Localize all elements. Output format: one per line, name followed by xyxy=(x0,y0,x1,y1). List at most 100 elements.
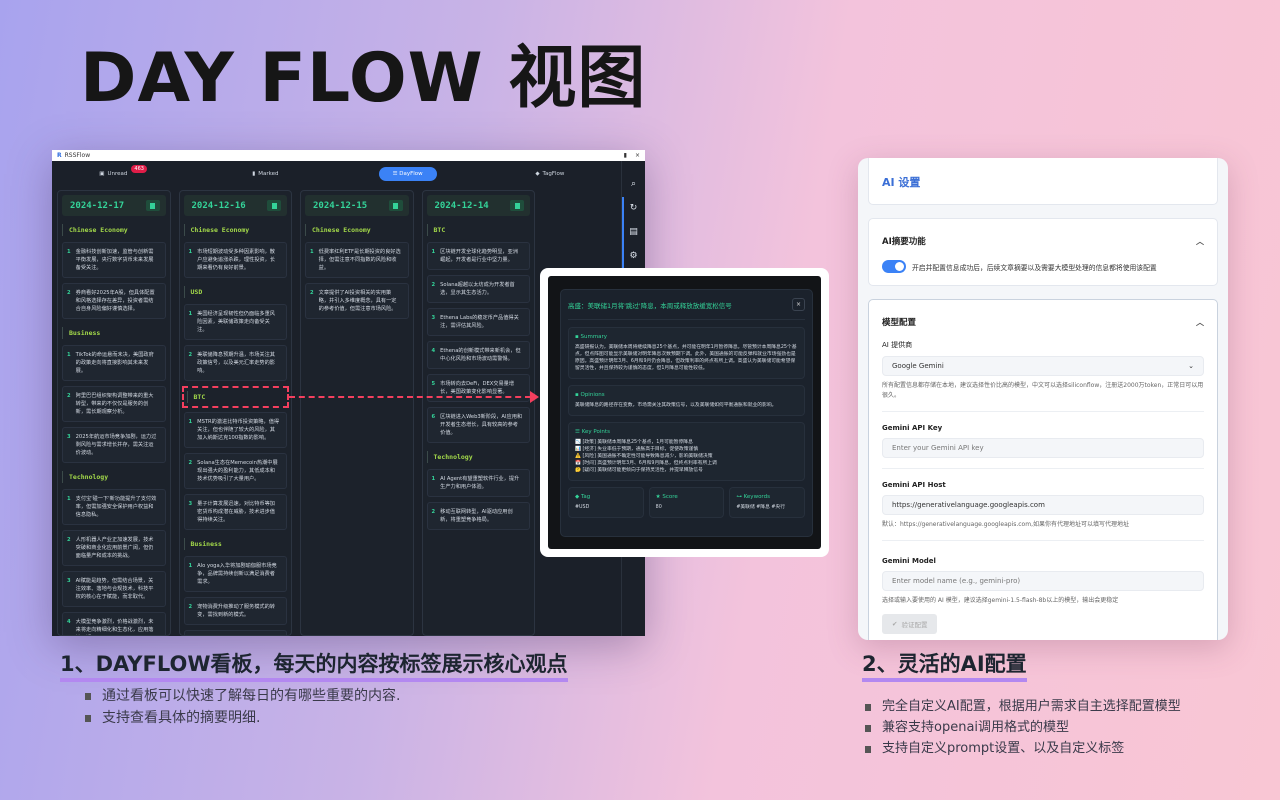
api-host-input[interactable]: https://generativelanguage.googleapis.co… xyxy=(882,495,1204,515)
item-text: 券商看好2025年A股，但具体配置和风格选择存在差异，投资者需结合自身风险偏好谨… xyxy=(75,290,155,312)
scrollbar[interactable] xyxy=(622,197,624,287)
tag-box: ◆ Tag#USD xyxy=(568,487,644,518)
tab-label: Marked xyxy=(258,170,279,177)
provider-hint: 所有配置信息都存储在本地，建议选择性价比高的模型，中文可以选择siliconfl… xyxy=(882,382,1204,399)
list-icon: ☰ xyxy=(575,429,582,435)
keypoint: 📉 [政策] 美联储本周降息25个基点，1月可能暂停降息 xyxy=(575,440,693,445)
model-hint: 选择或输入要使用的 AI 模型，建议选择gemini-1.5-flash-8b以… xyxy=(882,597,1119,604)
close-icon[interactable]: × xyxy=(792,298,805,311)
api-key-input[interactable]: Enter your Gemini API key xyxy=(882,438,1204,458)
tag-section-title: Technology xyxy=(62,471,166,483)
chevron-down-icon: ⌄ xyxy=(1188,362,1194,370)
close-window-icon[interactable]: × xyxy=(634,152,640,159)
bookmark-icon: ▮ xyxy=(252,170,256,177)
item-text: 低费率红利ETF是长期投资的良好选择，但需注意不同指数的风险和收益。 xyxy=(318,249,401,271)
list-icon: ☰ xyxy=(392,170,400,177)
star-icon: ★ xyxy=(655,494,663,500)
item-text: 大模型竞争激烈，价格战激烈，未来将走向精细化和生态化，应用落地可期。 xyxy=(75,619,154,633)
note-icon[interactable] xyxy=(145,200,160,211)
tag-section-title: Chinese Economy xyxy=(305,224,409,236)
item-number: 3 xyxy=(67,434,71,440)
model-input[interactable]: Enter model name (e.g., gemini-pro) xyxy=(882,571,1204,591)
item-number: 2 xyxy=(67,393,71,399)
feature1-heading: 1、DAYFLOW看板，每天的内容按标签展示核心观点 xyxy=(60,651,568,682)
score-value: 80 xyxy=(655,505,662,510)
note-icon[interactable] xyxy=(267,200,281,211)
item-number: 4 xyxy=(431,348,436,354)
item-number: 1 xyxy=(188,419,193,425)
note-icon[interactable] xyxy=(510,200,524,211)
section-title: 模型配置 xyxy=(882,318,917,328)
item-number: 3 xyxy=(431,315,436,321)
bullet: 通过看板可以快速了解每日的有哪些重要的内容. xyxy=(82,685,400,707)
pin-icon[interactable]: ▮ xyxy=(623,152,627,159)
refresh-icon[interactable]: ↻ xyxy=(629,203,638,213)
item-number: 5 xyxy=(431,381,436,387)
modal-title: 高盛：美联储1月将'跳过'降息，本周或释放放缓宽松信号 xyxy=(568,301,732,310)
tab-dayflow[interactable]: ☰ DayFlow xyxy=(337,166,479,181)
item-number: 4 xyxy=(67,619,71,625)
item-text: 阿里巴巴组织架构调整带来的重大转型，带来的不仅仅是服务的创新，需长期观察分析。 xyxy=(75,393,154,415)
provider-select[interactable]: Google Gemini⌄ xyxy=(882,356,1204,376)
check-circle-icon: ✔ xyxy=(892,620,898,628)
note-icon[interactable] xyxy=(388,200,403,211)
list-item[interactable]: 3云南白药发布的三九营养健康，需要将品牌与用户需求有效链接，争取三九的成长机遇和… xyxy=(183,630,287,635)
tag-section-title: Chinese Economy xyxy=(62,224,166,236)
tag-value: #USD xyxy=(575,505,590,510)
item-text: 区块链进入Web3新阶段，AI应用和开发者生态增长，具有较高的参考价值。 xyxy=(440,414,523,436)
gear-icon[interactable]: ⚙ xyxy=(629,251,638,261)
ai-summary-toggle[interactable] xyxy=(882,260,906,273)
list-item[interactable]: 4 大模型竞争激烈，价格战激烈，未来将走向精细化和生态化，应用落地可期。 xyxy=(62,612,166,635)
item-text: Ethena Labs的稳定币产品值得关注，需评估其风险。 xyxy=(440,315,519,329)
item-text: 区块链开发全球化趋势明显，亚洲崛起，开发者是行业中坚力量。 xyxy=(440,249,518,263)
item-text: 市场转向去DeFi，DEX交易量增长，美国政策变化影响显著。 xyxy=(440,381,515,395)
tab-tagflow[interactable]: ◆TagFlow xyxy=(479,171,621,177)
feature2-bullets: 完全自定义AI配置，根据用户需求自主选择配置模型 兼容支持openai调用格式的… xyxy=(862,696,1181,759)
item-number: 2 xyxy=(67,537,71,543)
item-number: 3 xyxy=(188,501,193,507)
item-text: 美国经济呈现韧性但仍面临多重风险因素，美联储政策走向备受关注。 xyxy=(197,311,275,333)
save-icon[interactable]: ▤ xyxy=(629,227,638,237)
verify-config-button[interactable]: ✔验证配置 xyxy=(882,614,938,634)
item-number: 2 xyxy=(188,352,193,358)
search-icon[interactable]: ⌕ xyxy=(630,179,637,189)
tab-marked[interactable]: ▮Marked xyxy=(194,171,336,177)
list-item[interactable]: 3 Ethena Labs的稳定币产品值得关注，需评估其风险。 xyxy=(426,308,530,336)
chevron-up-icon[interactable]: ︿ xyxy=(1196,236,1204,246)
verify-label: 验证配置 xyxy=(901,621,928,629)
item-text: 金融科技创新加速，监管与创新需平衡发展，央行数字货币未来发展备受关注。 xyxy=(75,249,154,271)
tag-section-title: BTC xyxy=(426,224,531,236)
item-text: AI赋能是趋势，但需结合场景，关注效率、落地与合规技术，科技平权的核心在于赋能，… xyxy=(75,578,154,600)
chevron-up-icon[interactable]: ︿ xyxy=(1196,317,1204,327)
list-item[interactable]: 2 阿里巴巴组织架构调整带来的重大转型，带来的不仅仅是服务的创新，需长期观察分析。 xyxy=(62,386,166,422)
settings-header: AI 设置 xyxy=(868,158,1218,205)
